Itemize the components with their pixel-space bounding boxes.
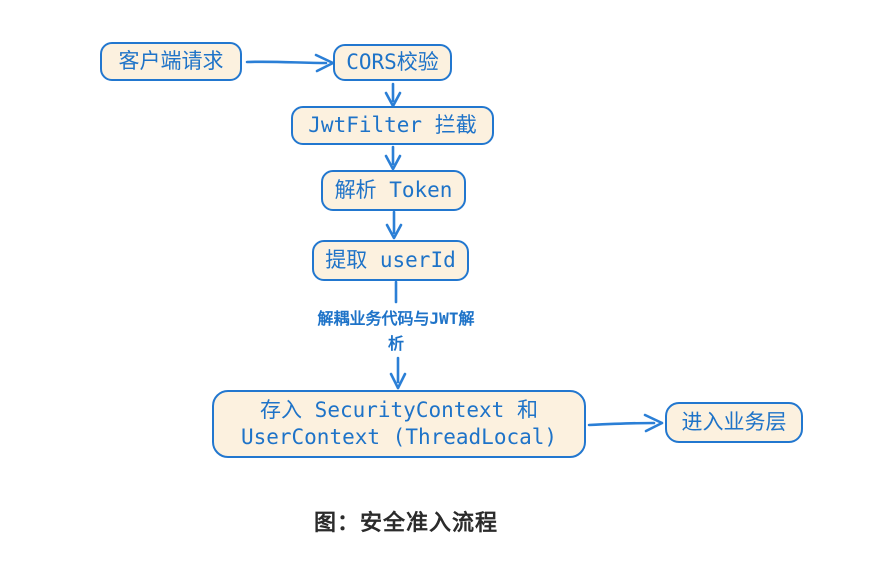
node-cors-check-label: CORS校验 — [346, 49, 439, 74]
node-store-context-line1: 存入 SecurityContext 和 — [260, 397, 538, 422]
node-jwt-filter: JwtFilter 拦截 — [291, 106, 494, 145]
arrow-cors-to-jwtfilter — [384, 82, 402, 108]
arrow-jwtfilter-to-parse — [384, 145, 402, 171]
arrow-parse-to-extract — [385, 210, 403, 240]
node-parse-token-label: 解析 Token — [334, 177, 453, 202]
arrow-extract-to-store-lower-segment — [389, 356, 407, 390]
arrow-client-to-cors — [245, 53, 335, 73]
edge-label-decouple-line1: 解耦业务代码与JWT解 — [317, 309, 475, 328]
node-client-request-label: 客户端请求 — [118, 48, 224, 73]
node-extract-userid-label: 提取 userId — [325, 247, 456, 272]
node-business-layer: 进入业务层 — [665, 402, 803, 443]
edge-label-decouple: 解耦业务代码与JWT解 析 — [265, 306, 527, 356]
edge-label-decouple-line2: 析 — [387, 334, 404, 353]
node-cors-check: CORS校验 — [333, 44, 452, 81]
node-jwt-filter-label: JwtFilter 拦截 — [308, 112, 477, 137]
node-parse-token: 解析 Token — [321, 170, 466, 211]
node-extract-userid: 提取 userId — [312, 240, 469, 281]
node-store-context: 存入 SecurityContext 和 UserContext (Thread… — [212, 390, 586, 458]
node-business-layer-label: 进入业务层 — [681, 409, 787, 434]
node-store-context-line2: UserContext (ThreadLocal) — [240, 425, 558, 449]
diagram-caption: 图：安全准入流程 — [313, 510, 498, 535]
arrow-store-to-business — [587, 413, 664, 433]
node-client-request: 客户端请求 — [100, 42, 242, 81]
